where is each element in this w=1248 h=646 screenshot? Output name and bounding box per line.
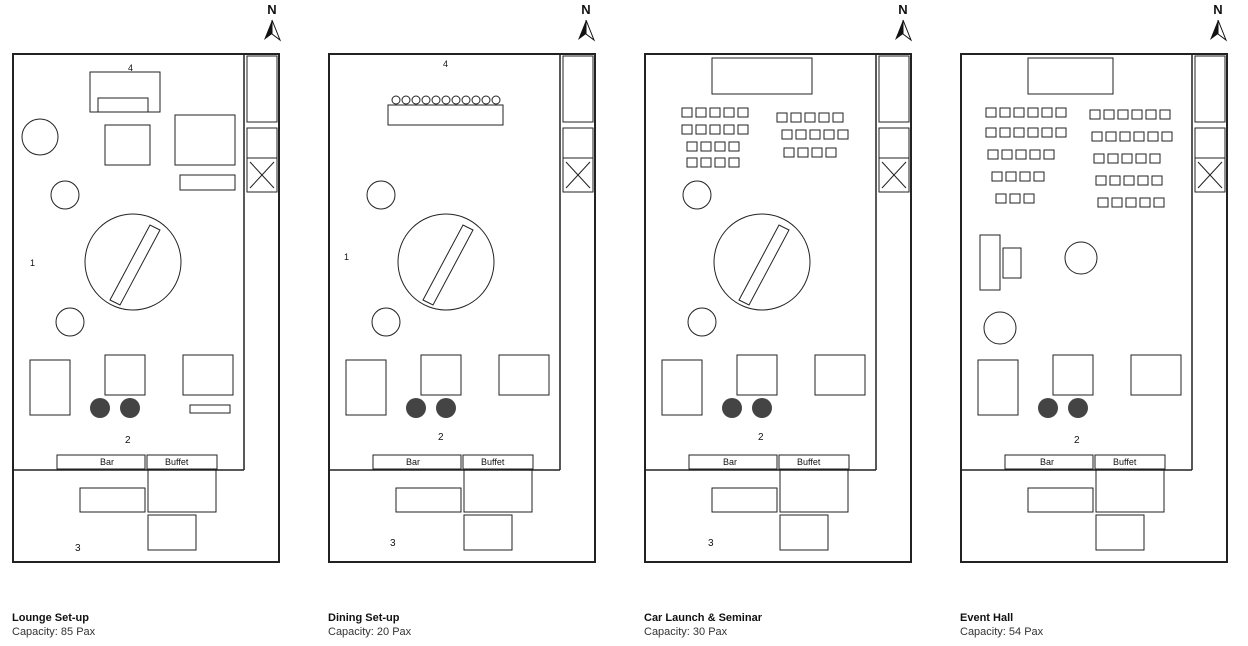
room-label-buffet: Buffet xyxy=(165,457,189,467)
room-label-buffet: Buffet xyxy=(1113,457,1137,467)
zone-label-4: 4 xyxy=(443,59,448,69)
room-label-buffet: Buffet xyxy=(797,457,821,467)
plan-capacity: Capacity: 30 Pax xyxy=(644,626,728,638)
north-label: N xyxy=(581,2,591,17)
room-label-bar: Bar xyxy=(723,457,737,467)
zone-label-3: 3 xyxy=(390,538,396,549)
zone-label-4: 4 xyxy=(128,63,133,73)
plan-title: Dining Set-up xyxy=(328,612,400,624)
north-arrow-icon xyxy=(578,19,596,42)
caption-car-launch: Car Launch & Seminar Capacity: 30 Pax xyxy=(644,611,924,639)
zone-label-2: 2 xyxy=(438,432,444,443)
north-arrow-icon xyxy=(264,19,282,42)
plan-event-hall: N xyxy=(948,0,1248,646)
plan-lounge: N Bar Buffet 2 xyxy=(0,0,300,646)
zone-label-1: 1 xyxy=(344,252,349,262)
plan-capacity: Capacity: 20 Pax xyxy=(328,626,412,638)
north-label: N xyxy=(898,2,908,17)
plan-title: Car Launch & Seminar xyxy=(644,612,762,624)
north-label: N xyxy=(1213,2,1223,17)
north-arrow: N xyxy=(1206,2,1230,42)
zone-label-1: 1 xyxy=(30,258,35,268)
floor-plan-car-launch: Bar Buffet 2 3 xyxy=(644,53,912,563)
caption-lounge: Lounge Set-up Capacity: 85 Pax xyxy=(12,611,292,639)
plan-car-launch: N Bar Buffet xyxy=(632,0,932,646)
north-arrow: N xyxy=(891,2,915,42)
zone-label-2: 2 xyxy=(758,432,764,443)
caption-dining: Dining Set-up Capacity: 20 Pax xyxy=(328,611,608,639)
north-arrow-icon xyxy=(895,19,913,42)
plan-capacity: Capacity: 85 Pax xyxy=(12,626,96,638)
room-label-bar: Bar xyxy=(100,457,114,467)
plan-capacity: Capacity: 54 Pax xyxy=(960,626,1044,638)
zone-label-2: 2 xyxy=(1074,435,1080,446)
plan-dining: N Bar Buffet 2 3 4 1 xyxy=(316,0,616,646)
floor-plan-dining: Bar Buffet 2 3 4 1 xyxy=(328,53,596,563)
room-label-buffet: Buffet xyxy=(481,457,505,467)
plan-title: Lounge Set-up xyxy=(12,612,89,624)
plan-title: Event Hall xyxy=(960,612,1014,624)
floor-plan-lounge: Bar Buffet 2 3 4 1 xyxy=(12,53,280,563)
room-label-bar: Bar xyxy=(1040,457,1054,467)
north-label: N xyxy=(267,2,277,17)
room-label-bar: Bar xyxy=(406,457,420,467)
north-arrow-icon xyxy=(1210,19,1228,42)
north-arrow: N xyxy=(574,2,598,42)
zone-label-3: 3 xyxy=(708,538,714,549)
caption-event-hall: Event Hall Capacity: 54 Pax xyxy=(960,611,1240,639)
zone-label-2: 2 xyxy=(125,435,131,446)
north-arrow: N xyxy=(260,2,284,42)
zone-label-3: 3 xyxy=(75,543,81,554)
floor-plan-event-hall: Bar Buffet 2 xyxy=(960,53,1228,563)
